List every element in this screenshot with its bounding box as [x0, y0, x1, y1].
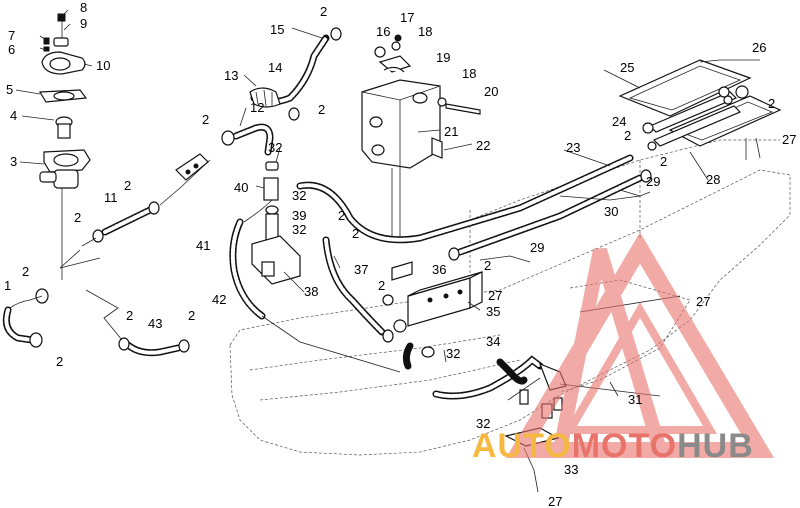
callout-32-b: 32	[292, 188, 306, 203]
callout-29-a: 29	[646, 174, 660, 189]
callout-32-d: 32	[446, 346, 460, 361]
callout-18-b: 18	[462, 66, 476, 81]
engine-block-outline	[229, 139, 791, 456]
callout-4: 4	[10, 108, 17, 123]
callout-12: 12	[250, 100, 264, 115]
callout-2-h: 2	[320, 4, 327, 19]
hoses-13-15	[249, 27, 342, 121]
callout-31: 31	[628, 392, 642, 407]
callout-2-e: 2	[126, 308, 133, 323]
bypass-assembly	[229, 161, 401, 373]
callout-40: 40	[234, 180, 248, 195]
callout-35: 35	[486, 304, 500, 319]
callout-20: 20	[484, 84, 498, 99]
callout-6: 6	[8, 42, 15, 57]
callout-17: 17	[400, 10, 414, 25]
callout-23: 23	[566, 140, 580, 155]
callout-7: 7	[8, 28, 15, 43]
callout-42: 42	[212, 292, 226, 307]
callout-2-m: 2	[768, 96, 775, 111]
callout-25: 25	[620, 60, 634, 75]
watermark-auto: AUTO	[472, 427, 572, 465]
callout-24: 24	[612, 114, 626, 129]
watermark-wordmark: AUTOMOTOHUB	[472, 426, 754, 466]
hose-37	[322, 236, 394, 343]
callout-2-b: 2	[56, 354, 63, 369]
callout-36: 36	[432, 262, 446, 277]
long-hoses	[296, 154, 652, 263]
callout-19: 19	[436, 50, 450, 65]
callout-27-d: 27	[696, 294, 710, 309]
hose-11	[59, 153, 211, 269]
callout-3: 3	[10, 154, 17, 169]
watermark-hub: HUB	[677, 427, 754, 465]
callout-2-i: 2	[318, 102, 325, 117]
callout-27-b: 27	[782, 132, 796, 147]
callout-2-k: 2	[484, 258, 491, 273]
callout-2-c: 2	[74, 210, 81, 225]
callout-11: 11	[104, 190, 118, 205]
fittings-16-20	[374, 34, 481, 115]
callout-28: 28	[706, 172, 720, 187]
callout-1: 1	[4, 278, 11, 293]
callout-2-l: 2	[660, 154, 667, 169]
callout-13: 13	[224, 68, 238, 83]
callout-22: 22	[476, 138, 490, 153]
callout-32-a: 32	[268, 140, 282, 155]
callout-10: 10	[96, 58, 110, 73]
callout-21: 21	[444, 124, 458, 139]
callout-2-j: 2	[378, 278, 385, 293]
callout-30: 30	[604, 204, 618, 219]
callout-2-n: 2	[352, 226, 359, 241]
callout-9: 9	[80, 16, 87, 31]
callout-2-p: 2	[624, 128, 631, 143]
callout-2-d: 2	[124, 178, 131, 193]
callout-15: 15	[270, 22, 284, 37]
callout-39: 39	[292, 208, 306, 223]
hose-12	[221, 123, 274, 156]
watermark-moto: MOTO	[571, 427, 678, 465]
callout-37: 37	[354, 262, 368, 277]
callout-8: 8	[80, 0, 87, 15]
callout-41: 41	[196, 238, 210, 253]
hose-1	[2, 288, 49, 348]
callout-27-a: 27	[488, 288, 502, 303]
callout-18-a: 18	[418, 24, 432, 39]
thermostat-assembly	[38, 13, 91, 280]
callout-32-c: 32	[292, 222, 306, 237]
callout-16: 16	[376, 24, 390, 39]
callout-34: 34	[486, 334, 500, 349]
bracket-35	[382, 261, 483, 370]
callout-2-a: 2	[22, 264, 29, 279]
callout-14: 14	[268, 60, 282, 75]
callout-27-c: 27	[548, 494, 562, 508]
callout-26: 26	[752, 40, 766, 55]
callout-29-b: 29	[530, 240, 544, 255]
watermark-triangle	[505, 232, 775, 458]
water-pump-block	[361, 55, 443, 240]
hose-43	[85, 289, 190, 357]
callout-32-e: 32	[476, 416, 490, 431]
callout-38: 38	[304, 284, 318, 299]
leader-lines	[15, 9, 709, 401]
callout-33: 33	[564, 462, 578, 477]
callout-5: 5	[6, 82, 13, 97]
callout-2-g: 2	[202, 112, 209, 127]
callout-2-f: 2	[188, 308, 195, 323]
callout-43: 43	[148, 316, 162, 331]
heat-exchanger	[618, 59, 782, 160]
callout-2-o: 2	[338, 208, 345, 223]
